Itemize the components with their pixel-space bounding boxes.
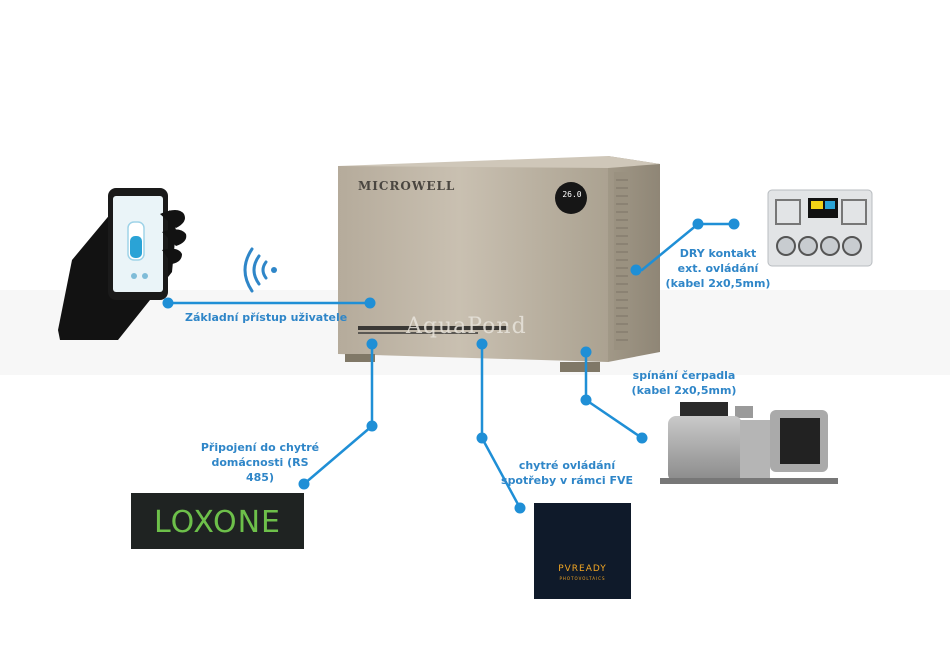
- dosing-controller-icon: [767, 189, 873, 267]
- heat-pump-unit: [338, 156, 660, 372]
- control-display: [555, 182, 587, 214]
- loxone-logo-text: LOXONE: [154, 505, 281, 540]
- label-dry-contact: DRY kontakt ext. ovládání (kabel 2x0,5mm…: [663, 246, 773, 291]
- heat-pump-product-name: AquaPond: [406, 314, 527, 339]
- label-dry-line2: ext. ovládání: [677, 262, 759, 275]
- water-pump-icon: [660, 402, 838, 484]
- label-fve: chytré ovládání spotřeby v rámci FVE: [500, 458, 634, 488]
- smartphone-in-hand-icon: [58, 188, 187, 340]
- label-smart-home-line2: domácnosti (RS 485): [211, 456, 309, 484]
- heat-pump-brand: MICROWELL: [358, 179, 456, 193]
- pvready-logo: PVREADY PHOTOVOLTAICS: [534, 503, 631, 599]
- label-dry-line1: DRY kontakt: [679, 247, 757, 260]
- pvready-logo-text: PVREADY: [558, 564, 607, 574]
- loxone-logo: LOXONE: [131, 493, 304, 549]
- display-temperature: 26.0: [562, 190, 582, 199]
- wifi-signal-icon: [243, 247, 277, 293]
- label-smart-home-line1: Připojení do chytré: [200, 441, 320, 454]
- connector-dots: [162, 218, 740, 514]
- label-dry-line3: (kabel 2x0,5mm): [665, 277, 771, 290]
- label-pump-switching: spínání čerpadla (kabel 2x0,5mm): [626, 368, 742, 398]
- label-basic-access: Základní přístup uživatele: [185, 311, 348, 324]
- label-pump-line1: spínání čerpadla: [632, 369, 736, 382]
- label-fve-line2: spotřeby v rámci FVE: [501, 474, 633, 487]
- label-fve-line1: chytré ovládání: [518, 459, 616, 472]
- pvready-logo-subtext: PHOTOVOLTAICS: [559, 576, 606, 581]
- label-pump-line2: (kabel 2x0,5mm): [631, 384, 737, 397]
- label-smart-home: Připojení do chytré domácnosti (RS 485): [198, 440, 322, 485]
